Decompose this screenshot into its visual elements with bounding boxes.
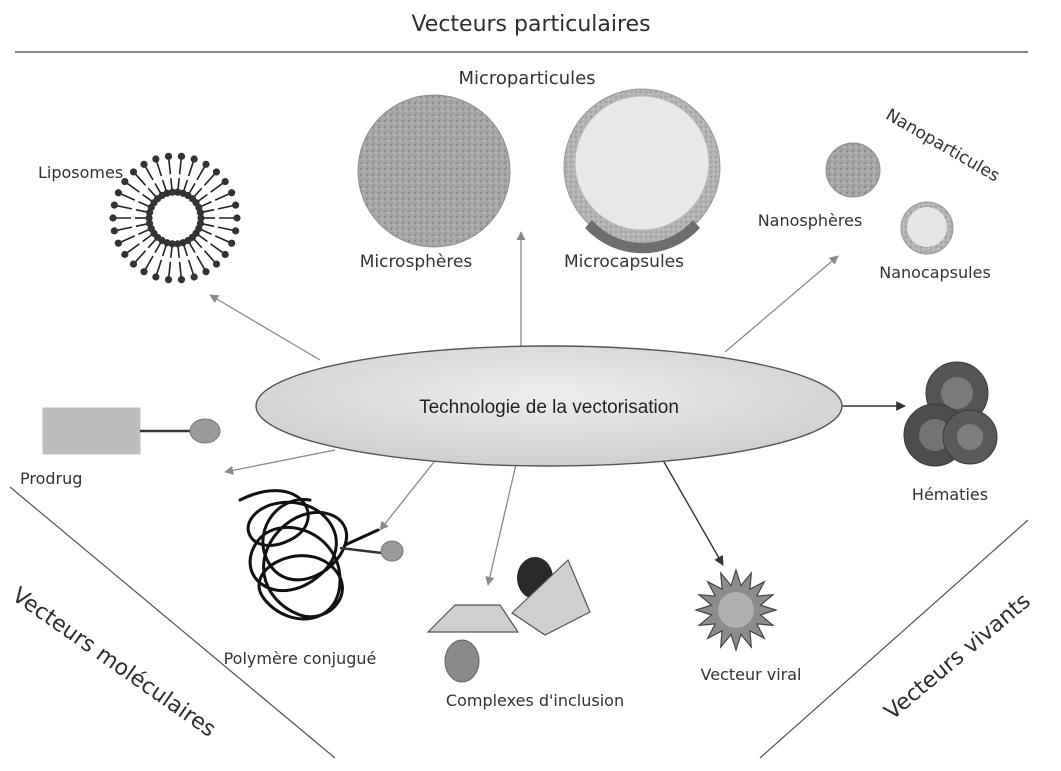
- arrow-liposomes: [209, 294, 321, 361]
- nanospheres-label: Nanosphères: [758, 211, 863, 230]
- viral-vector-icon: [694, 568, 778, 652]
- nanosphere-icon: [825, 142, 881, 198]
- nanocapsules-label: Nanocapsules: [879, 263, 991, 282]
- erythrocytes-label: Hématies: [912, 485, 988, 504]
- arrow-prodrug: [224, 449, 336, 475]
- microcapsule-icon: [563, 88, 721, 254]
- prodrug-icon: [42, 407, 221, 455]
- viral-vector-label: Vecteur viral: [700, 665, 801, 684]
- arrow-polymer: [379, 456, 439, 531]
- molecular-region-line: [9, 486, 336, 759]
- inclusion-complexes-label: Complexes d'inclusion: [446, 691, 624, 710]
- inclusion-complex-icon: [426, 557, 591, 683]
- nanoparticles-label: Nanoparticules: [882, 105, 1003, 186]
- polymer-conjugate-icon: [238, 489, 404, 621]
- microspheres-label: Microsphères: [360, 252, 473, 272]
- arrow-inclusion: [485, 459, 518, 586]
- center-ellipse: [255, 345, 843, 467]
- living-region-label: Vecteurs vivants: [880, 589, 1036, 725]
- molecular-region-label: Vecteurs moléculaires: [7, 583, 220, 743]
- living-region-line: [759, 519, 1029, 759]
- erythrocytes-icon: [903, 361, 998, 467]
- arrow-viral: [659, 454, 724, 566]
- microcapsules-label: Microcapsules: [564, 252, 684, 272]
- liposome-icon: [109, 152, 241, 284]
- liposomes-label: Liposomes: [38, 163, 123, 182]
- nanocapsule-icon: [900, 201, 954, 255]
- microsphere-icon: [357, 94, 511, 248]
- microparticles-label: Microparticules: [458, 68, 595, 89]
- arrow-nanoparticles: [724, 255, 839, 353]
- prodrug-label: Prodrug: [20, 469, 82, 488]
- particulate-region-label: Vecteurs particulaires: [411, 12, 650, 37]
- center-label: Technologie de la vectorisation: [419, 397, 679, 418]
- polymer-conjugate-label: Polymère conjugué: [224, 649, 377, 668]
